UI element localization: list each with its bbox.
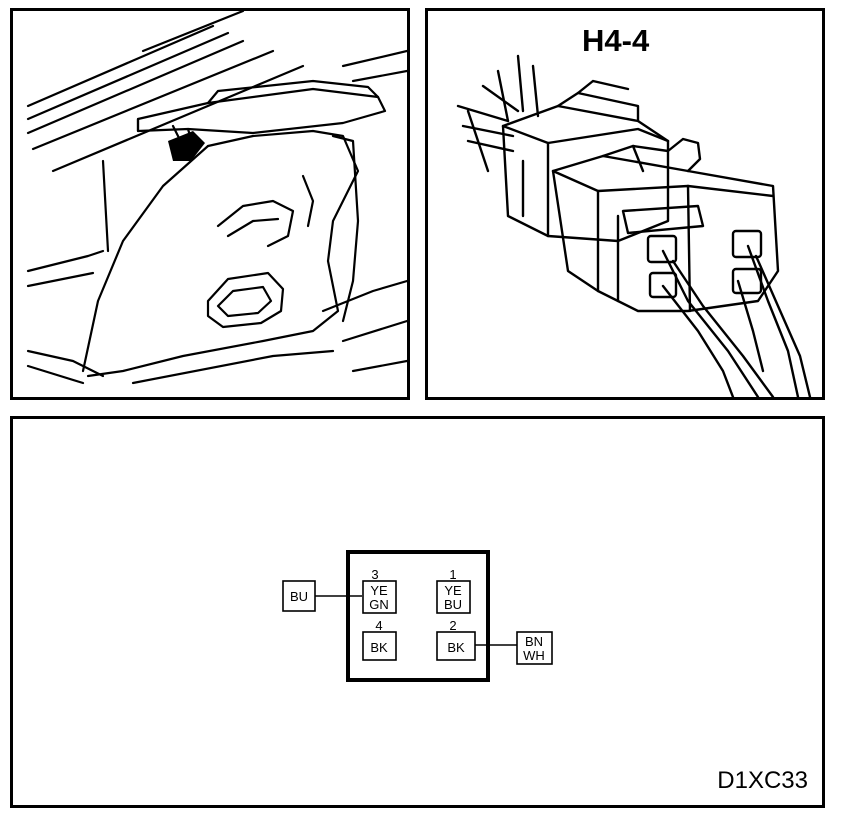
pin-3-box xyxy=(362,580,397,614)
pin-number-4: 4 xyxy=(375,618,382,633)
pinout-diagram: 3 YE GN 1 YE BU 4 BK 2 BK BU BN WH xyxy=(282,550,553,682)
external-wire-right-bottom: WH xyxy=(523,648,545,663)
external-wire-right-top: BN xyxy=(525,634,543,649)
location-illustration-panel xyxy=(10,8,410,400)
pin-3-wire-bottom: GN xyxy=(369,597,389,612)
pin-1-wire-bottom: BU xyxy=(444,597,462,612)
pin-1-box xyxy=(436,580,471,614)
pin-number-1: 1 xyxy=(449,567,456,582)
diagram-code: D1XC33 xyxy=(717,767,808,794)
connector-location-marker xyxy=(168,131,205,161)
connector-face xyxy=(346,550,490,682)
pin-3-wire-top: YE xyxy=(370,583,388,598)
pin-4-box xyxy=(362,631,397,661)
location-illustration xyxy=(26,11,407,385)
connector-illustration xyxy=(456,54,812,397)
pinout-panel: 3 YE GN 1 YE BU 4 BK 2 BK BU BN WH D1XC3… xyxy=(10,416,825,808)
external-wire-right-box xyxy=(516,631,553,665)
pin-1-wire-top: YE xyxy=(444,583,462,598)
pin-number-2: 2 xyxy=(449,618,456,633)
pin-2-box xyxy=(436,631,476,661)
external-wire-left-label: BU xyxy=(290,589,308,604)
connector-title: H4-4 xyxy=(582,23,650,58)
pin-2-wire: BK xyxy=(447,640,465,655)
connector-illustration-panel: H4-4 xyxy=(425,8,825,400)
pin-4-wire: BK xyxy=(370,640,388,655)
pin-number-3: 3 xyxy=(371,567,378,582)
external-wire-left-box xyxy=(282,580,316,612)
